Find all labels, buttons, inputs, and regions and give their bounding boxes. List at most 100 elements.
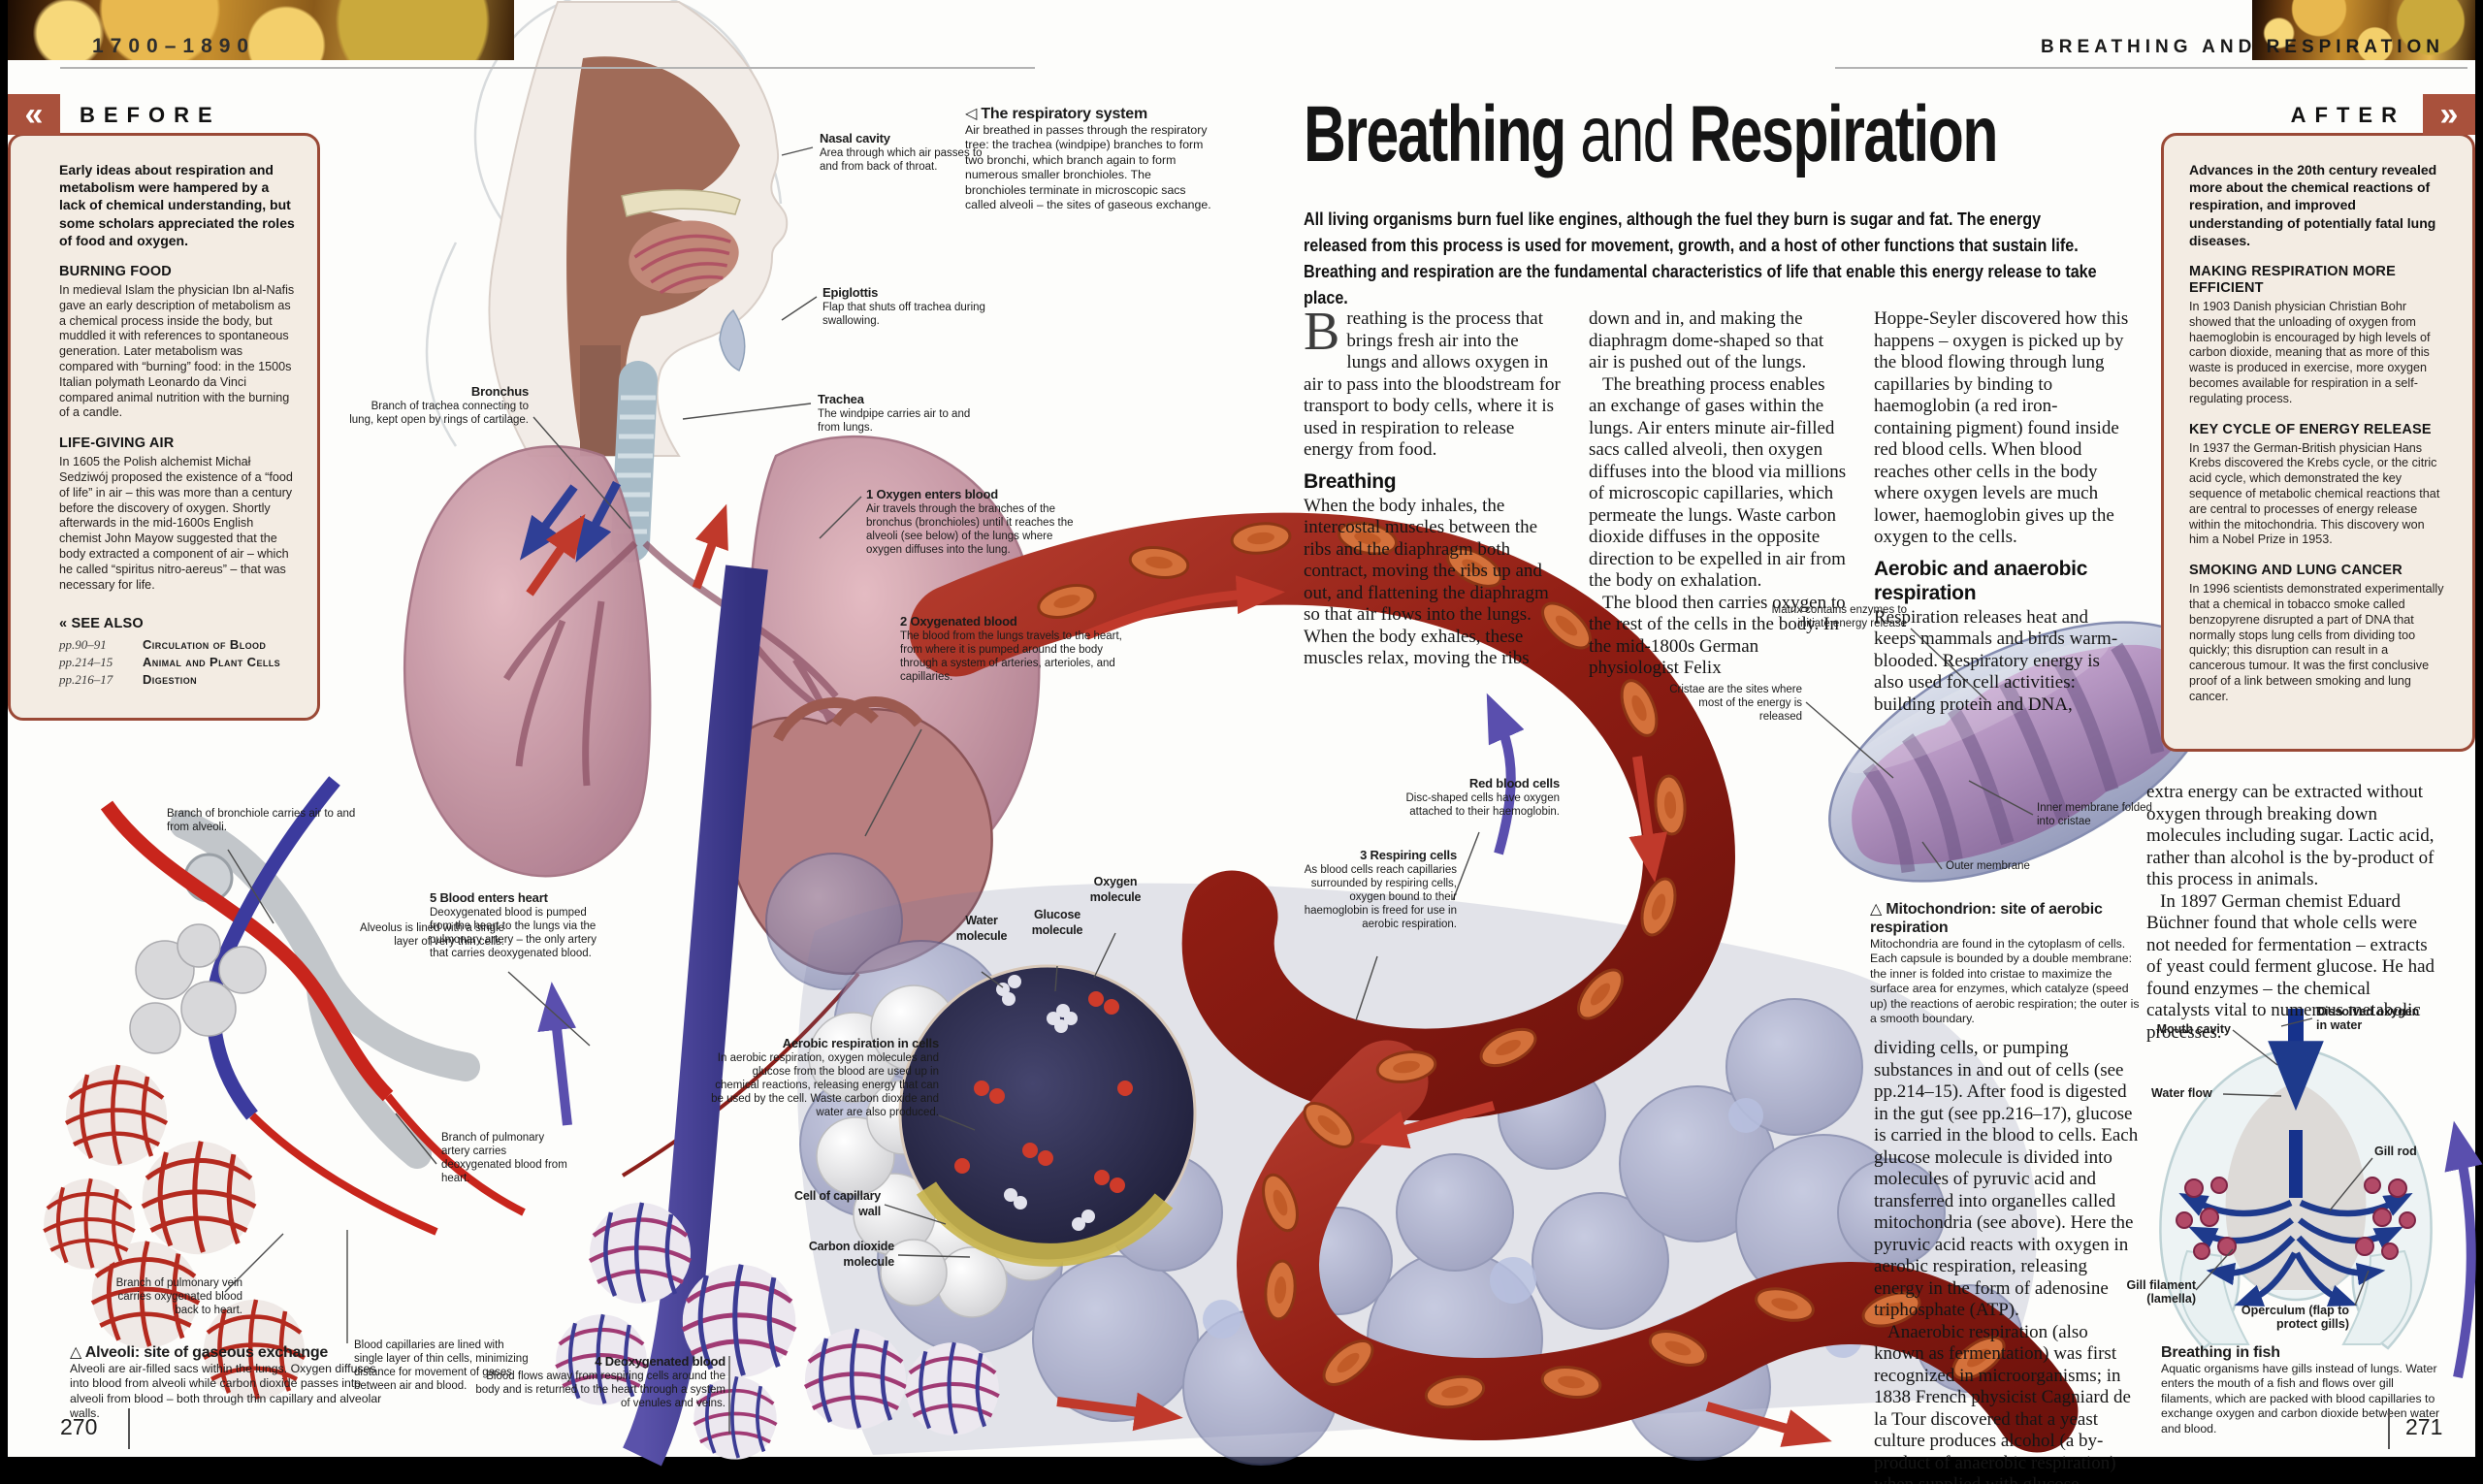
caption-title: △ Alveoli: site of gaseous exchange [70, 1344, 329, 1361]
lungs-and-heart [403, 435, 1041, 1178]
before-chevron-icon: « [8, 94, 60, 135]
body-paragraph: Hoppe-Seyler discovered how this happens… [1874, 308, 2129, 547]
label-title: Nasal cavity [820, 131, 890, 145]
decorative-photo-strip-right [2252, 0, 2475, 60]
see-also-pages: pp.214–15 [59, 655, 113, 670]
label-aerobic-respiration-in-cells: Aerobic respiration in cells In aerobic … [706, 1036, 939, 1119]
see-also-item: pp.214–15 Animal and Plant Cells [59, 654, 296, 671]
label-carbon-dioxide-molecule: Carbon dioxide molecule [808, 1240, 894, 1269]
label-title: 3 Respiring cells [1360, 848, 1457, 862]
label-body: The windpipe carries air to and from lun… [818, 407, 971, 434]
label-title: Aerobic respiration in cells [782, 1036, 939, 1050]
trachea-tube [611, 361, 658, 563]
caption-title: Breathing in fish [2161, 1344, 2280, 1361]
label-title: Trachea [818, 392, 864, 406]
label-alveolus-lining: Alveolus is lined with a single layer of… [360, 922, 504, 948]
see-also-pages: pp.90–91 [59, 637, 107, 653]
label-step1-oxygen-enters-blood: 1 Oxygen enters blood Air travels throug… [866, 487, 1084, 557]
label-step2-oxygenated-blood: 2 Oxygenated blood The blood from the lu… [900, 614, 1138, 684]
body-paragraph: The blood then carries oxygen to the res… [1589, 592, 1846, 679]
page-number-right: 271 [2405, 1414, 2443, 1439]
after-body-1: In 1903 Danish physician Christian Bohr … [2189, 300, 2431, 405]
head-section [488, 1, 789, 563]
era-range: 1700–1890 [92, 35, 256, 57]
label-trachea: Trachea The windpipe carries air to and … [818, 392, 983, 435]
label-body: Air travels through the branches of the … [866, 502, 1074, 556]
after-chevron-icon: » [2423, 94, 2475, 135]
body-paragraph: When the body inhales, the intercostal m… [1304, 495, 1549, 669]
before-tab: BEFORE [80, 103, 221, 127]
body-paragraph: In 1897 German chemist Eduard Büchner fo… [2146, 890, 2435, 1043]
after-body-3: In 1996 scientists demonstrated experime… [2189, 582, 2444, 703]
caption-title: △ Mitochondrion: site of aerobic respira… [1870, 901, 2103, 936]
after-heading-1: MAKING RESPIRATION MORE EFFICIENT [2189, 264, 2396, 297]
label-title: Red blood cells [1468, 776, 1560, 790]
drop-cap: B [1304, 302, 1340, 362]
label-body: Disc-shaped cells have oxygen attached t… [1405, 791, 1560, 818]
after-body-2: In 1937 the German-British physician Han… [2189, 440, 2440, 547]
fish-gill-diagram [2159, 1009, 2433, 1350]
label-red-blood-cells: Red blood cells Disc-shaped cells have o… [1395, 776, 1560, 819]
caption-body: Aquatic organisms have gills instead of … [2161, 1362, 2440, 1436]
after-tab: AFTER [2290, 103, 2405, 127]
label-body: In aerobic respiration, oxygen molecules… [711, 1051, 939, 1118]
label-outer-membrane: Outer membrane [1946, 860, 2030, 872]
see-also-link: Digestion [143, 672, 197, 688]
body-paragraph: extra energy can be extracted without ox… [2146, 782, 2435, 889]
title-word-breathing: Breathing [1304, 90, 1566, 178]
see-also-item: pp.90–91 Circulation of Blood [59, 636, 296, 654]
before-body-1: In medieval Islam the physician Ibn al-N… [59, 283, 295, 420]
label-gill-rod: Gill rod [2374, 1145, 2417, 1158]
label-step4-deoxygenated-blood: 4 Deoxygenated blood Blood flows away fr… [473, 1354, 726, 1410]
body-paragraph: Respiration releases heat and keeps mamm… [1874, 606, 2118, 715]
label-body: The blood from the lungs travels to the … [900, 629, 1122, 683]
page-title: Breathing and Respiration [1304, 89, 1998, 180]
label-blood-capillaries: Blood capillaries are lined with single … [354, 1339, 529, 1392]
label-title: Bronchus [470, 384, 529, 399]
section-heading-aerobic: Aerobic and anaerobic respiration [1874, 557, 2088, 604]
before-body-2: In 1605 the Polish alchemist Michał Sedz… [59, 455, 293, 592]
label-step5-blood-enters-heart: 5 Blood enters heart Deoxygenated blood … [430, 890, 609, 960]
page-number-left: 270 [60, 1414, 98, 1439]
before-heading-1: BURNING FOOD [59, 264, 172, 280]
header-rule-right [1835, 67, 2467, 69]
see-also: « SEE ALSO pp.90–91 Circulation of Blood… [59, 616, 296, 689]
label-branch-pulmonary-vein: Branch of pulmonary vein carries oxygena… [115, 1277, 242, 1316]
section-heading-breathing: Breathing [1304, 469, 1397, 493]
title-word-and: and [1564, 90, 1690, 178]
after-heading-3: SMOKING AND LUNG CANCER [2189, 563, 2402, 579]
decorative-photo-strip-left [8, 0, 514, 60]
label-body: As blood cells reach capillaries surroun… [1304, 863, 1457, 930]
label-oxygen-molecule: Oxygen molecule [1089, 875, 1142, 904]
label-water-molecule: Water molecule [955, 914, 1008, 943]
body-paragraph: dividing cells, or pumping substances in… [1874, 1038, 2139, 1320]
label-inner-membrane: Inner membrane folded into cristae [2037, 802, 2152, 827]
header-rule-left [60, 67, 1035, 69]
body-paragraph: Anaerobic respiration (also known as fer… [1874, 1321, 2131, 1484]
body-column-continued: dividing cells, or pumping substances in… [1874, 1038, 2140, 1484]
label-epiglottis: Epiglottis Flap that shuts off trachea d… [822, 285, 1002, 328]
after-heading-2: KEY CYCLE OF ENERGY RELEASE [2189, 421, 2432, 437]
body-paragraph: reathing is the process that brings fres… [1304, 308, 1561, 460]
body-column-2: down and in, and making the diaphragm do… [1589, 308, 1847, 680]
body-paragraph: The breathing process enables an exchang… [1589, 373, 1847, 592]
label-body: Deoxygenated blood is pumped from the he… [430, 906, 597, 959]
after-panel: Advances in the 20th century revealed mo… [2161, 133, 2475, 752]
label-title: 2 Oxygenated blood [900, 614, 1017, 629]
label-nasal-cavity: Nasal cavity Area through which air pass… [820, 131, 984, 174]
label-cell-of-capillary-wall: Cell of capillary wall [794, 1189, 881, 1218]
folio-divider-right [2388, 1408, 2390, 1449]
caption-breathing-in-fish: Breathing in fish Aquatic organisms have… [2161, 1343, 2447, 1436]
leader-lines [224, 146, 2373, 1434]
label-bronchus: Bronchus Branch of trachea connecting to… [349, 384, 529, 427]
label-operculum: Operculum (flap to protect gills) [2241, 1304, 2349, 1331]
label-cristae: Cristae are the sites where most of the … [1669, 684, 1802, 723]
standfirst: All living organisms burn fuel like engi… [1304, 209, 2097, 307]
label-title: 5 Blood enters heart [430, 890, 548, 905]
before-panel: Early ideas about respiration and metabo… [8, 133, 320, 721]
blood-vessel [537, 512, 2483, 1453]
label-branch-pulmonary-artery: Branch of pulmonary artery carries deoxy… [441, 1132, 567, 1184]
title-word-respiration: Respiration [1689, 90, 1998, 178]
label-water-flow: Water flow [2151, 1086, 2212, 1100]
